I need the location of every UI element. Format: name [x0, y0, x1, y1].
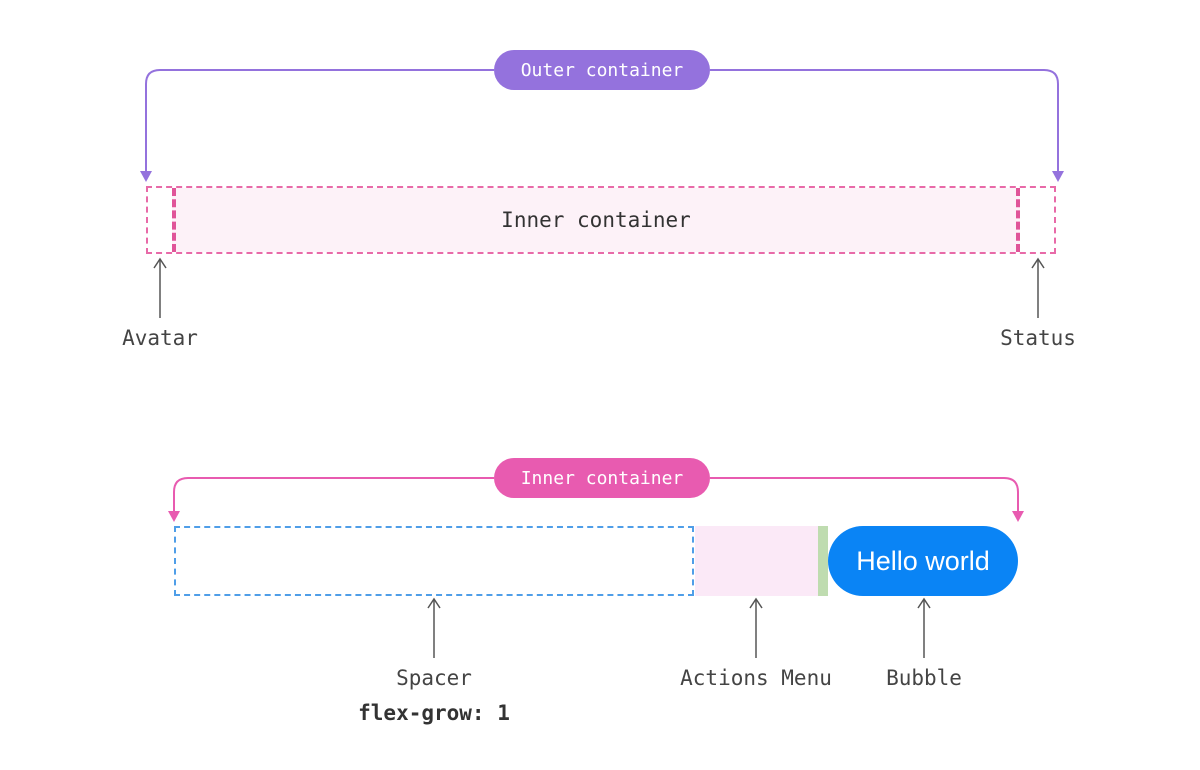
avatar-pointer-head: [153, 257, 167, 269]
status-label: Status: [1000, 326, 1076, 350]
spacer-label: Spacer: [396, 666, 472, 690]
inner-bracket-left-arrowhead: [168, 511, 180, 522]
outer-container-pill: Outer container: [494, 50, 710, 90]
hello-world-bubble: Hello world: [828, 526, 1018, 596]
flex-grow-note: flex-grow: 1: [358, 701, 510, 725]
spacer-box: [174, 526, 694, 596]
outer-container-box: [146, 186, 1056, 254]
actions-menu-box: [695, 526, 818, 596]
inner-container-box: Inner container: [172, 188, 1020, 252]
actions-pointer-head: [749, 597, 763, 609]
bubble-pointer-head: [917, 597, 931, 609]
outer-bracket-right-arrowhead: [1052, 171, 1064, 182]
actions-menu-label: Actions Menu: [680, 666, 832, 690]
gap-bar: [818, 526, 828, 596]
avatar-label: Avatar: [122, 326, 198, 350]
outer-bracket-left: [145, 69, 494, 172]
inner-bracket-right-arrowhead: [1012, 511, 1024, 522]
outer-bracket-left-arrowhead: [140, 171, 152, 182]
status-pointer-head: [1031, 257, 1045, 269]
inner-bracket-right: [710, 477, 1019, 512]
bubble-label: Bubble: [886, 666, 962, 690]
inner-bracket-left: [173, 477, 494, 512]
spacer-pointer-head: [427, 597, 441, 609]
inner-container-pill: Inner container: [494, 458, 710, 498]
outer-bracket-right: [710, 69, 1059, 172]
